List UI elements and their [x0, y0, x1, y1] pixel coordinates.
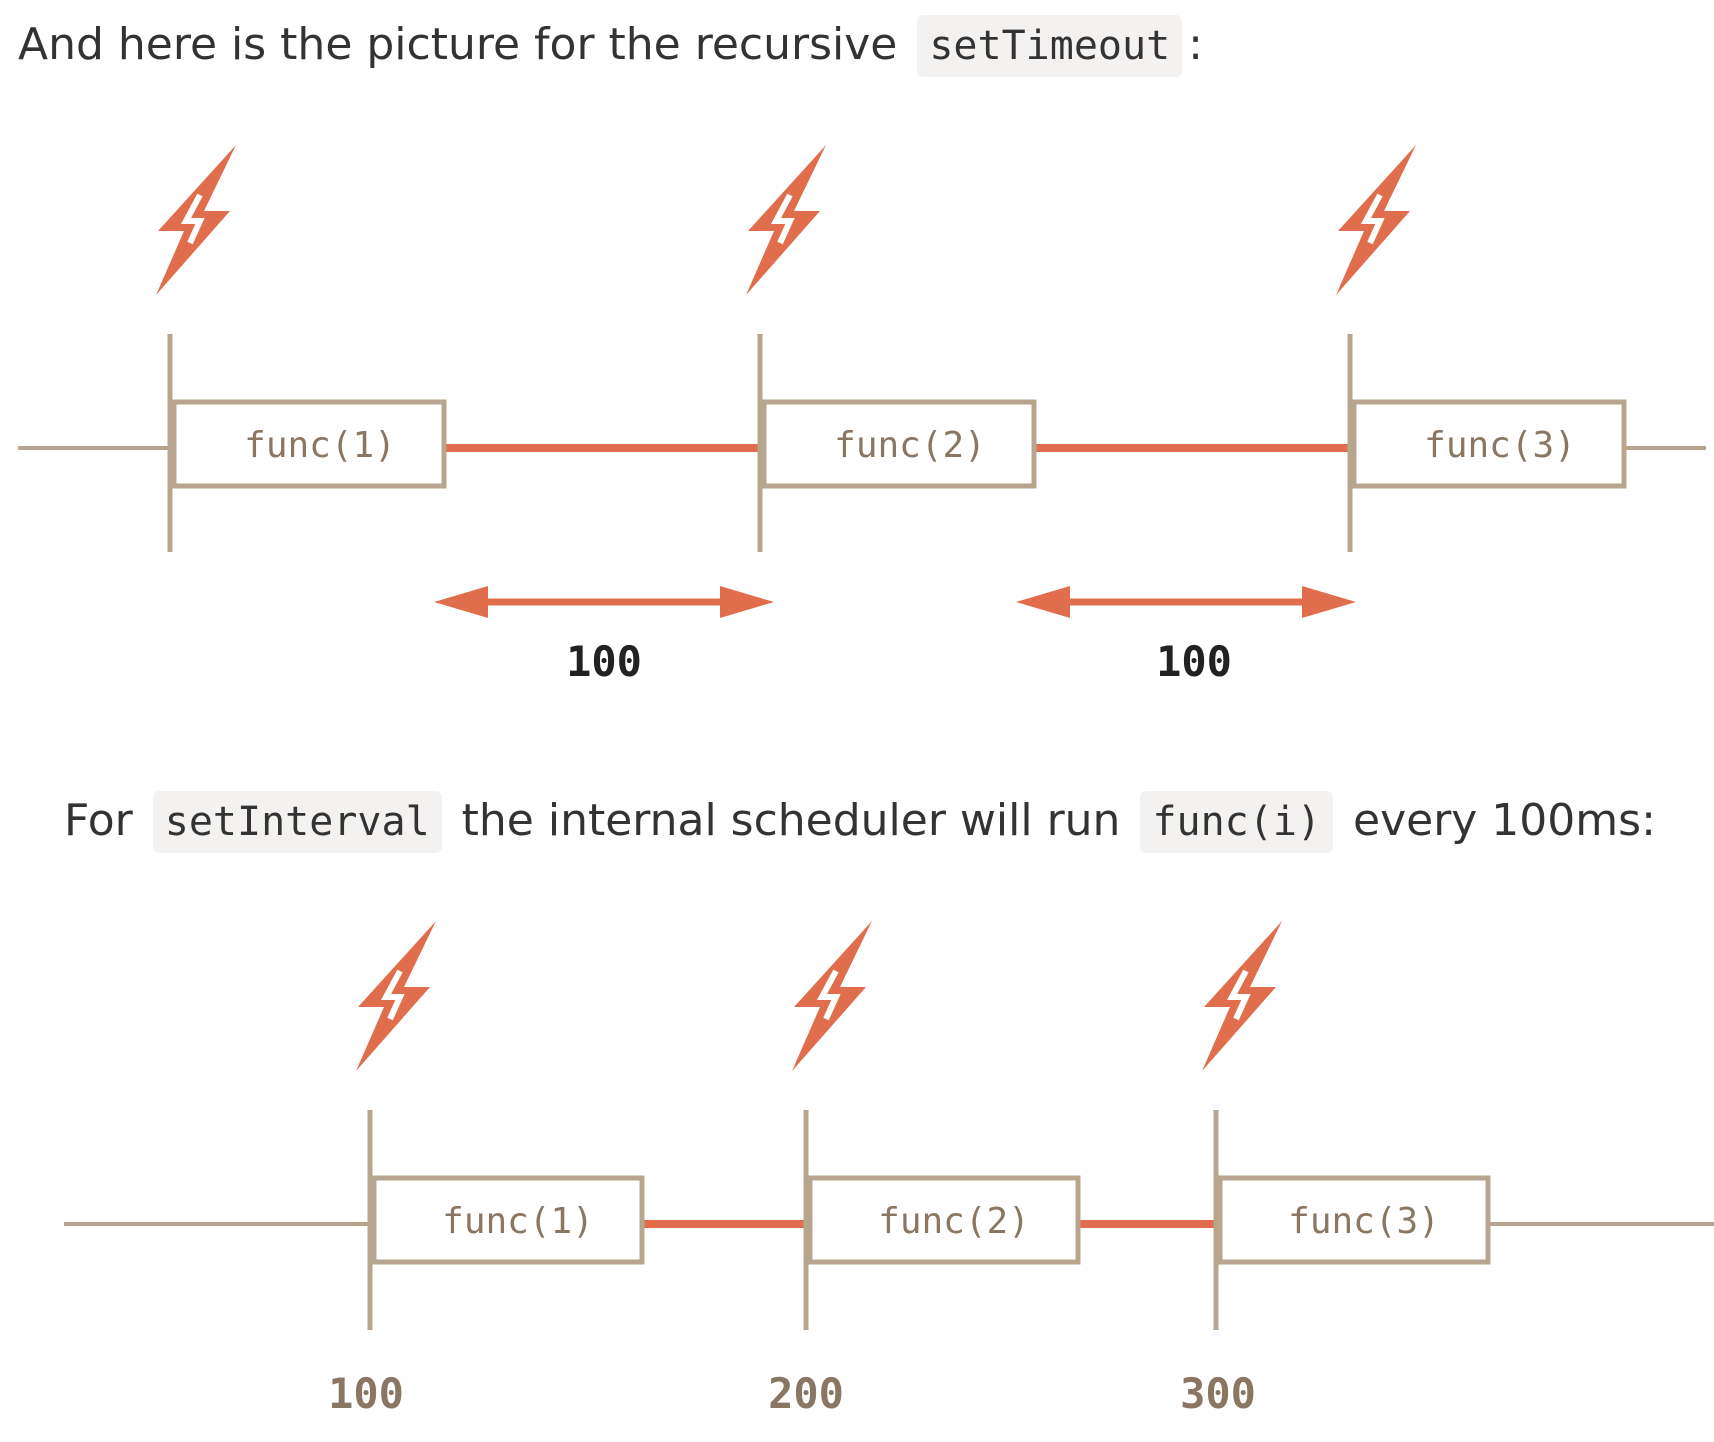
interval-text-before: For: [64, 795, 133, 846]
func-box: [1217, 1175, 1491, 1265]
settimeout-code: setTimeout: [917, 15, 1183, 77]
time-tick-label: 100: [328, 1369, 404, 1418]
func-label: func(2): [834, 425, 986, 466]
interval-paragraph: For setInterval the internal scheduler w…: [64, 786, 1656, 857]
delay-label: 100: [566, 637, 642, 686]
time-tick-label: 200: [768, 1369, 844, 1418]
lightning-icon: [156, 145, 236, 295]
time-tick-label: 300: [1180, 1369, 1256, 1418]
lightning-icon: [746, 145, 826, 295]
delay-arrow: [1016, 586, 1356, 618]
setinterval-diagram: func(1) func(2) func(3) 100 200 300: [64, 921, 1714, 1418]
settimeout-diagram: func(1) func(2) func(3) 100 100: [18, 145, 1706, 686]
func-i-code: func(i): [1140, 791, 1334, 853]
lightning-icon: [1336, 145, 1416, 295]
lightning-icon: [1202, 921, 1282, 1071]
interval-text-after: every 100ms:: [1353, 795, 1656, 846]
func-label: func(3): [1288, 1201, 1440, 1242]
setinterval-code: setInterval: [152, 791, 442, 853]
intro-paragraph: And here is the picture for the recursiv…: [18, 10, 1203, 81]
interval-text-middle: the internal scheduler will run: [461, 795, 1121, 846]
lightning-icon: [356, 921, 436, 1071]
func-box: [807, 1175, 1081, 1265]
func-label: func(3): [1424, 425, 1576, 466]
intro-text: And here is the picture for the recursiv…: [18, 19, 898, 70]
intro-colon: :: [1188, 19, 1203, 70]
func-box: [1351, 399, 1627, 489]
lightning-icon: [792, 921, 872, 1071]
func-label: func(1): [442, 1201, 594, 1242]
delay-arrow: [434, 586, 774, 618]
func-box: [371, 1175, 645, 1265]
func-box: [761, 399, 1037, 489]
delay-label: 100: [1156, 637, 1232, 686]
func-box: [171, 399, 447, 489]
func-label: func(2): [878, 1201, 1030, 1242]
func-label: func(1): [244, 425, 396, 466]
